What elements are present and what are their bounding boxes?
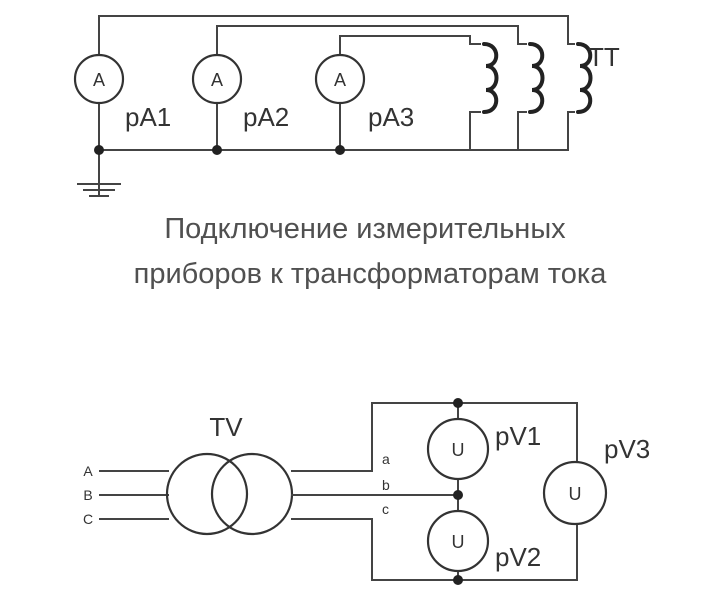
- terminal-label-b-lower: b: [382, 477, 390, 493]
- current-transformer-coils: [469, 42, 593, 114]
- ammeter-label-pa2: pA2: [243, 102, 289, 132]
- junction-dot: [453, 575, 463, 585]
- voltmeter-symbol: U: [569, 484, 582, 504]
- voltmeter-icon: [542, 460, 608, 526]
- voltmeter-pv3: U: [542, 460, 608, 526]
- ammeter-icon: [314, 53, 366, 105]
- voltmeter-label-pv1: pV1: [495, 421, 541, 451]
- current-transformer-circuit: A A A pA1 pA2 pA3 TT: [73, 15, 620, 197]
- voltmeter-pv2: U: [426, 509, 490, 573]
- voltage-transformer-circuit: U U U TV pV1 pV2 pV3 A B C a b c: [83, 398, 650, 585]
- voltmeter-symbol: U: [452, 440, 465, 460]
- terminal-label-c-upper: C: [83, 511, 93, 527]
- wire-pa1-top: [98, 15, 569, 56]
- voltmeter-icon: [426, 509, 490, 573]
- ammeter-pa3: A: [314, 53, 366, 105]
- voltage-transformer-label: TV: [209, 412, 243, 442]
- wire-pa3-top: [339, 35, 471, 56]
- terminal-label-c-lower: c: [382, 501, 389, 517]
- return-bus: [98, 111, 569, 151]
- terminal-label-a-lower: a: [382, 451, 390, 467]
- wire-pa2-top: [216, 25, 519, 56]
- junction-dot: [94, 145, 104, 155]
- ammeter-pa1: A: [73, 53, 125, 105]
- junction-dot: [335, 145, 345, 155]
- caption-line-2: приборов к трансформаторам тока: [134, 258, 608, 290]
- secondary-line-a: [291, 402, 578, 472]
- terminal-label-a-upper: A: [83, 463, 93, 479]
- ammeter-icon: [191, 53, 243, 105]
- ammeter-icon: [73, 53, 125, 105]
- voltmeter-pv1: U: [426, 417, 490, 481]
- voltmeter-label-pv3: pV3: [604, 434, 650, 464]
- terminal-label-b-upper: B: [83, 487, 92, 503]
- voltmeter-icon: [426, 417, 490, 481]
- current-transformer-label: TT: [588, 42, 620, 72]
- junction-dot: [453, 490, 463, 500]
- ammeter-symbol: A: [334, 70, 346, 90]
- ammeter-pa2: A: [191, 53, 243, 105]
- ammeter-symbol: A: [211, 70, 223, 90]
- voltage-transformer-icon: [165, 452, 294, 536]
- junction-dot: [453, 398, 463, 408]
- ammeter-label-pa1: pA1: [125, 102, 171, 132]
- secondary-line-c: [291, 518, 578, 581]
- junction-dot: [212, 145, 222, 155]
- caption-line-1: Подключение измерительных: [164, 213, 566, 245]
- voltmeter-label-pv2: pV2: [495, 542, 541, 572]
- voltmeter-symbol: U: [452, 532, 465, 552]
- ground-icon: [77, 183, 121, 197]
- ammeter-label-pa3: pA3: [368, 102, 414, 132]
- ammeter-symbol: A: [93, 70, 105, 90]
